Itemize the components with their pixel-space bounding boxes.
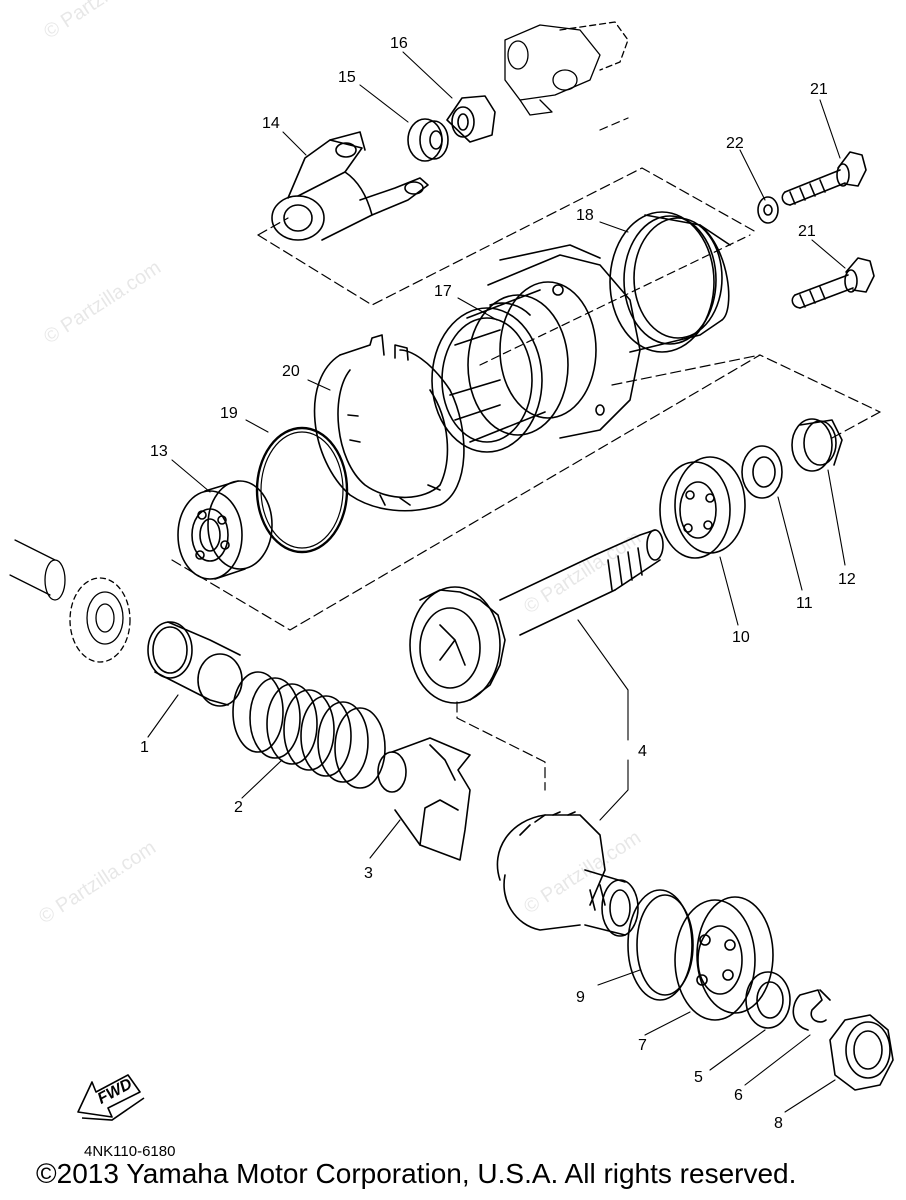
part-9-shim [627,889,694,1001]
callout-9: 9 [576,989,585,1006]
callout-17: 17 [434,283,452,300]
part-1-collar [147,621,243,707]
part-5-washer [745,971,791,1029]
callout-13: 13 [150,443,168,460]
callout-5: 5 [694,1069,703,1086]
callout-labels: 1 2 3 4 5 6 7 8 9 10 11 12 13 14 15 16 1… [140,35,856,1132]
callout-11: 11 [796,595,813,612]
callout-21-lower: 21 [798,223,816,240]
callout-14: 14 [262,115,280,132]
callout-20: 20 [282,363,300,380]
part-code: 4NK110-6180 [84,1143,176,1160]
part-17-housing [431,244,641,453]
callout-10: 10 [732,629,750,646]
callout-16: 16 [390,35,408,52]
part-2-spring [232,671,386,789]
assembly-box-gear [456,701,546,791]
callout-8: 8 [774,1115,783,1132]
callout-19: 19 [220,405,238,422]
assembly-box-bearing [171,354,881,631]
part-11-washer [741,445,783,499]
part-15-washer [407,118,449,162]
callout-12: 12 [838,571,856,588]
callout-7: 7 [638,1037,647,1054]
callout-15: 15 [338,69,356,86]
leader-lines [147,51,846,1113]
part-3-slider [377,737,471,861]
copyright-notice: ©2013 Yamaha Motor Corporation, U.S.A. A… [36,1158,797,1189]
part-6-lockwasher [792,989,831,1031]
part-19-oring [255,426,349,554]
callout-2: 2 [234,799,243,816]
part-16-nut [446,95,496,143]
part-4-bevel-gear [496,811,639,937]
callout-22: 22 [726,135,744,152]
callout-3: 3 [364,865,373,882]
part-21-bolt-upper [781,151,867,206]
part-20-plate [313,334,465,512]
part-8-nut [829,1014,894,1091]
part-4-gear-shaft [409,529,664,704]
callout-1: 1 [140,739,149,756]
part-18-sleeve [609,211,731,353]
callout-18: 18 [576,207,594,224]
callout-6: 6 [734,1087,743,1104]
part-13-bearing [177,480,273,580]
fwd-arrow-icon: FWD [77,1074,145,1121]
part-22-washer [757,196,779,224]
part-21-bolt-lower [791,257,875,309]
callout-21-upper: 21 [810,81,828,98]
part-10-bearing [659,456,746,559]
part-12-seal [791,418,843,472]
part-14-yoke [271,131,429,241]
shaft-reference [9,539,131,663]
universal-joint-reference [504,21,629,116]
callout-4: 4 [638,743,647,760]
assembly-box-yoke [257,167,757,306]
part-7-bearing [674,896,774,1021]
